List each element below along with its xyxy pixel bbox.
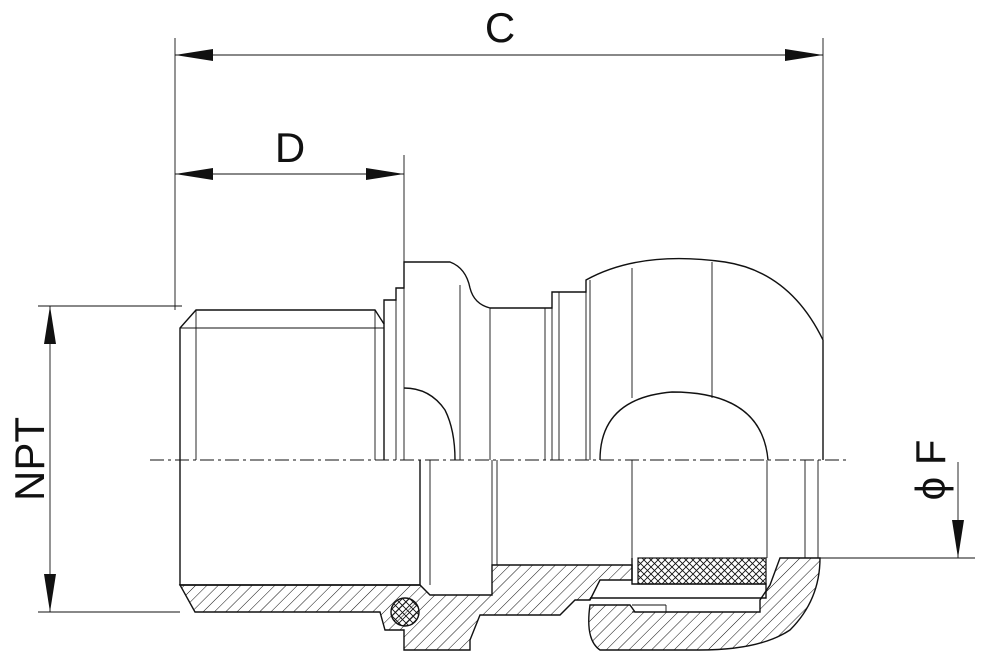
dimension-c: C [175, 4, 823, 61]
dimension-phi-f-label: ϕ F [907, 440, 954, 501]
extension-lines [38, 38, 975, 613]
upper-half-outline [179, 257, 824, 461]
dimension-npt-label: NPT [6, 417, 53, 501]
o-ring [390, 597, 420, 627]
lower-half-section [178, 460, 821, 651]
cage-section-hatch [588, 557, 821, 651]
seal-insert [637, 557, 767, 585]
dimension-phi-f: ϕ F [907, 440, 964, 558]
dimension-c-label: C [485, 4, 515, 51]
dimension-d: D [175, 124, 404, 180]
dimension-d-label: D [275, 124, 305, 171]
dimension-npt: NPT [6, 306, 56, 612]
